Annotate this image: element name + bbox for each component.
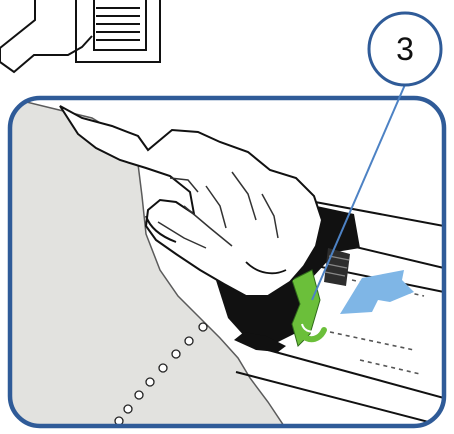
locking-lever: [291, 269, 327, 347]
inset-frame: [7, 95, 447, 429]
arrow-pointer-icon: [340, 270, 414, 314]
callout-leader: [311, 79, 408, 301]
callout-label: 3: [396, 31, 414, 67]
hand-illustration: [59, 105, 324, 297]
callout-bubble: 3: [367, 11, 443, 87]
printer-icon: [0, 0, 161, 74]
dotted-guides: [329, 279, 425, 375]
tractor-holes: [114, 322, 208, 426]
